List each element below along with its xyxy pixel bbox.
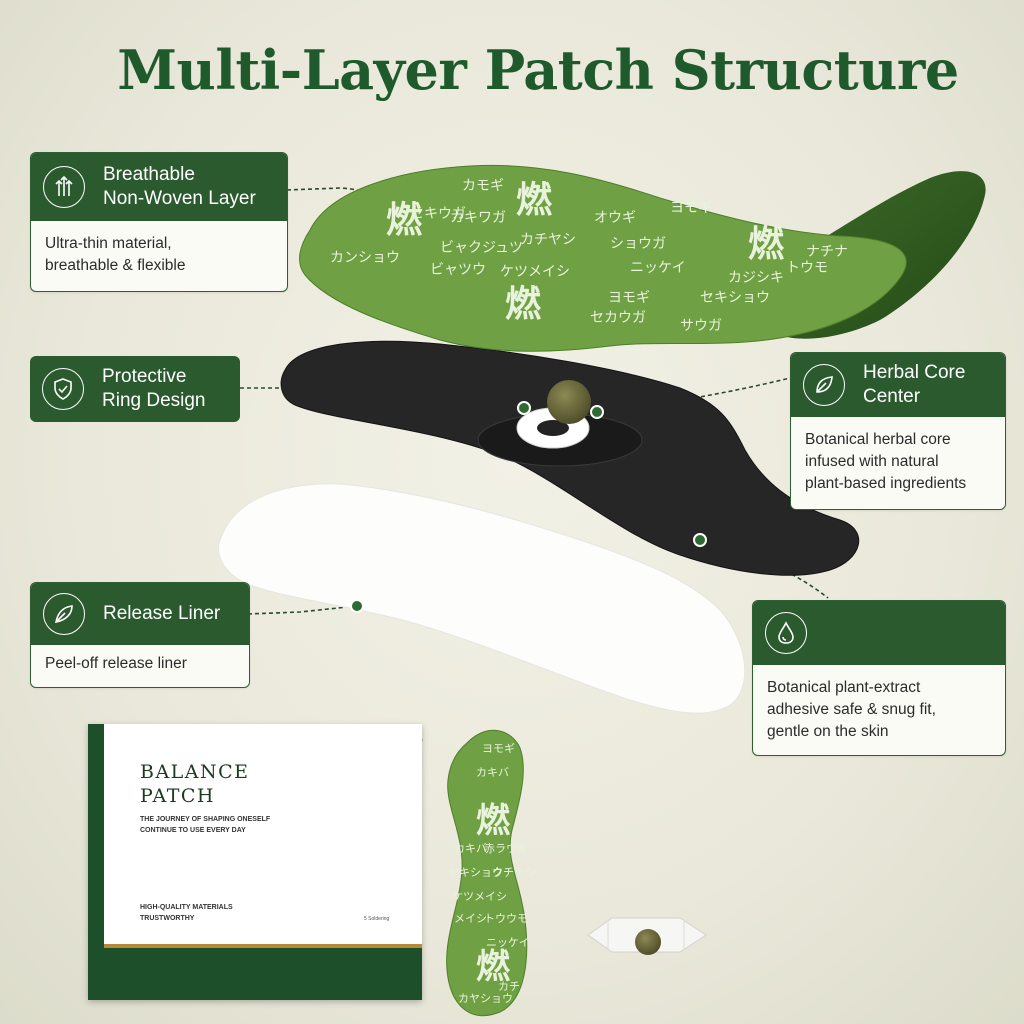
mini-patch-word: ヨモギ: [482, 742, 515, 755]
patch-word: ビャクジュツ: [440, 240, 523, 256]
mini-patch-word: クチナシ: [492, 866, 536, 879]
page-title: Multi-Layer Patch Structure: [117, 38, 959, 102]
patch-big-char: 燃: [505, 284, 542, 325]
box-side-stripe: [88, 724, 104, 1000]
patch-word: サウガ: [680, 318, 722, 334]
patch-word: ヨモギ: [670, 200, 712, 216]
patch-word: ニッケイ: [630, 260, 686, 276]
adhesive-desc-line1: Botanical plant-extract: [767, 679, 921, 696]
water-drop-icon: [765, 612, 807, 654]
box-tagline: THE JOURNEY OF SHAPING ONESELF CONTINUE …: [140, 814, 270, 836]
callout-adhesive: Botanical plant-extract adhesive safe & …: [752, 600, 1006, 756]
mini-patch-word: カチ: [498, 980, 520, 993]
liner-desc: Peel-off release liner: [45, 655, 187, 672]
shield-check-icon: [42, 368, 84, 410]
box-quality-line1: HIGH-QUALITY MATERIALS: [140, 904, 233, 911]
mini-patch-word: カキバ: [454, 842, 487, 855]
release-liner-layer: [218, 483, 746, 714]
mini-patch-big-char: 燃: [476, 801, 511, 841]
mini-patch-word: セキショウ: [448, 866, 503, 879]
box-bottom-band: [88, 948, 422, 1000]
patch-word: セカウガ: [590, 310, 646, 326]
patch-word: トウモ: [786, 260, 828, 276]
mini-patch-text-group: 燃燃ヨモギカキバカキバ赤ラウギセキショウクチナシケツメイシメイシトウウモニッケイ…: [448, 742, 536, 1005]
patch-word: セキウガ: [410, 206, 466, 222]
callout-herbal-core: Herbal Core Center Botanical herbal core…: [790, 352, 1006, 510]
herbal-desc-line3: plant-based ingredients: [805, 475, 967, 492]
breathable-layer: [299, 164, 907, 352]
mini-patch-word: メイシ: [454, 912, 487, 925]
box-quality: HIGH-QUALITY MATERIALS TRUSTWORTHY: [140, 902, 233, 924]
box-tagline-line1: THE JOURNEY OF SHAPING ONESELF: [140, 816, 271, 823]
mini-patch: [446, 729, 528, 1017]
herbal-core-ball: [547, 380, 591, 424]
patch-word: カモギ: [462, 178, 504, 194]
dot-herbal: [590, 405, 604, 419]
patch-word: ビャツウ: [430, 262, 486, 278]
patch-big-char: 燃: [386, 200, 423, 241]
box-brand: BALANCE PATCH: [140, 760, 250, 808]
patch-big-char: 燃: [516, 180, 553, 221]
patch-word: カチヤシ: [520, 232, 576, 248]
box-tagline-line2: CONTINUE TO USE EVERY DAY: [140, 827, 246, 834]
herbal-desc-line2: infused with natural: [805, 453, 939, 470]
callout-breathable-layer: Breathable Non-Woven Layer Ultra-thin ma…: [30, 152, 288, 292]
herbal-desc-line1: Botanical herbal core: [805, 431, 951, 448]
dot-ring: [517, 401, 531, 415]
breathable-title-line2: Non-Woven Layer: [103, 188, 256, 209]
adhesive-desc-line3: gentle on the skin: [767, 723, 889, 740]
box-count: 5 Soldering: [364, 916, 390, 922]
leader-liner: [247, 605, 358, 615]
callout-release-liner: Release Liner Peel-off release liner: [30, 582, 250, 688]
mini-patch-word: 赤ラウギ: [484, 842, 528, 855]
mini-patch-big-char: 燃: [476, 947, 511, 987]
ring-title-line1: Protective: [102, 366, 187, 387]
box-brand-line2: PATCH: [140, 785, 216, 807]
callout-protective-ring: Protective Ring Design: [30, 356, 240, 422]
patch-word: セキショウ: [700, 290, 770, 306]
leaf-outline-icon: [43, 593, 85, 635]
dot-adhesive: [693, 533, 707, 547]
mini-patch-word: ケツメイシ: [452, 890, 507, 903]
patch-text-group: 燃燃燃燃カモギセキウガカキワガヨモギオウギカンショウカチヤシショウガビャクジュツ…: [330, 178, 848, 334]
liner-title: Release Liner: [103, 603, 221, 624]
patch-big-char: 燃: [748, 224, 785, 265]
patch-word: カジシキ: [728, 270, 784, 286]
patch-word: ショウガ: [610, 236, 666, 252]
box-gold-line: [104, 944, 422, 948]
mini-patch-word: トウウモ: [484, 912, 528, 925]
mini-patch-word: カヤショウ: [458, 992, 513, 1005]
herbal-title-line1: Herbal Core: [863, 362, 966, 383]
box-quality-line2: TRUSTWORTHY: [140, 915, 195, 922]
box-brand-line1: BALANCE: [140, 761, 250, 783]
dot-liner: [350, 599, 364, 613]
patch-word: カキワガ: [450, 210, 506, 226]
mini-patch-word: ニッケイ: [486, 936, 530, 949]
patch-word: カンショウ: [330, 250, 400, 266]
breathable-title-line1: Breathable: [103, 164, 195, 185]
patch-word: ナチナ: [806, 244, 848, 260]
ring-title-line2: Ring Design: [102, 390, 206, 411]
product-box: BALANCE PATCH THE JOURNEY OF SHAPING ONE…: [88, 724, 422, 1000]
patch-word: ケツメイシ: [500, 264, 570, 280]
breathable-desc-line2: breathable & flexible: [45, 257, 186, 274]
patch-word: オウギ: [594, 210, 636, 226]
wrapped-pellet: [587, 917, 707, 955]
breathable-desc-line1: Ultra-thin material,: [45, 235, 172, 252]
herbal-title-line2: Center: [863, 386, 921, 407]
patch-word: ヨモギ: [608, 290, 650, 306]
mini-patch-word: カキバ: [476, 766, 509, 779]
breathable-arrows-icon: [43, 166, 85, 208]
adhesive-desc-line2: adhesive safe & snug fit,: [767, 701, 936, 718]
leaf-icon: [803, 364, 845, 406]
